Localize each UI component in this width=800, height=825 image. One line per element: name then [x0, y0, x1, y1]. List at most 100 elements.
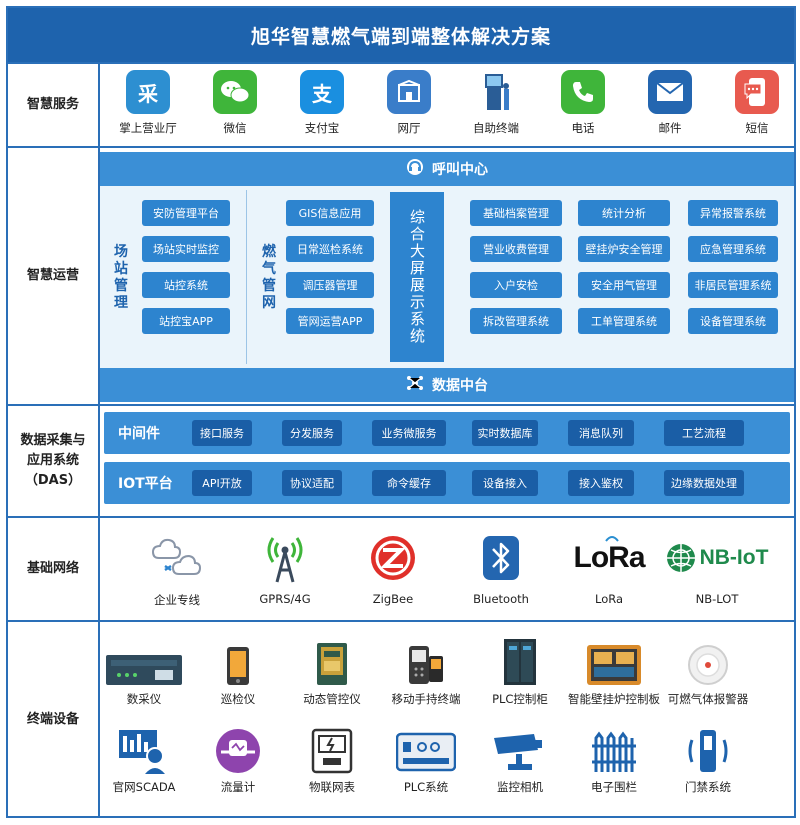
middleware-service-button[interactable]: 业务微服务 [372, 420, 446, 446]
bluetooth-icon [446, 532, 556, 584]
service-item[interactable]: 支支付宝 [286, 70, 358, 136]
web-hall-icon [387, 70, 431, 114]
ops-modules-area: 场站管理 燃气管网 安防管理平台场站实时监控站控系统站控宝APP GIS信息应用日… [100, 186, 794, 368]
middleware-service-button[interactable]: 实时数据库 [472, 420, 538, 446]
plc-system-icon [376, 722, 476, 774]
station-module-button[interactable]: 站控系统 [142, 272, 230, 298]
analysis-module-button[interactable]: 工单管理系统 [578, 308, 670, 334]
mail-icon [648, 70, 692, 114]
service-item[interactable]: 短信 [721, 70, 793, 136]
device-label: 物联网表 [309, 780, 355, 794]
pipeline-network-label: 燃气管网 [262, 244, 276, 311]
analysis-module-button[interactable]: 安全用气管理 [578, 272, 670, 298]
device-item: 监控相机 [470, 722, 570, 795]
device-label: 数采仪 [126, 692, 162, 706]
device-item: 门禁系统 [658, 722, 758, 795]
device-item: 可燃气体报警器 [658, 634, 758, 707]
lora-logo: LoRa [554, 532, 664, 584]
middleware-service-button[interactable]: 接口服务 [192, 420, 252, 446]
pipeline-module-button[interactable]: GIS信息应用 [286, 200, 374, 226]
device-label: 移动手持终端 [391, 692, 461, 706]
pipeline-module-button[interactable]: 管网运营APP [286, 308, 374, 334]
pipeline-module-button[interactable]: 日常巡检系统 [286, 236, 374, 262]
business-module-button[interactable]: 基础档案管理 [470, 200, 562, 226]
network-label: NB-LOT [695, 592, 739, 606]
divider [246, 190, 247, 364]
analysis-module-button[interactable]: 壁挂炉安全管理 [578, 236, 670, 262]
alipay-icon: 支 [300, 70, 344, 114]
device-label: 流量计 [220, 780, 256, 794]
middleware-band: 中间件 接口服务 分发服务 业务微服务实时数据库 消息队列 工艺流程 [104, 412, 790, 454]
handheld-terminal-icon [376, 634, 476, 686]
operations-body: 呼叫中心 场站管理 燃气管网 安防管理平台场站实时监控站控系统站控宝APP GIS… [100, 148, 794, 404]
big-screen-system[interactable]: 综合大屏展示系统 [390, 192, 444, 362]
call-center-label: 呼叫中心 [432, 162, 488, 178]
access-control-icon [658, 722, 758, 774]
das-label-line2: 应用系统 [26, 453, 79, 468]
service-label: 支付宝 [304, 121, 340, 135]
network-label: GPRS/4G [259, 592, 311, 606]
terminal-row-label: 终端设备 [8, 622, 100, 818]
service-item[interactable]: 采掌上营业厅 [112, 70, 184, 136]
data-center-label: 数据中台 [432, 378, 488, 394]
das-body: 中间件 接口服务分发服务业务微服务实时数据库消息队列工艺流程 IOT平台 API… [100, 406, 794, 516]
station-management-label: 场站管理 [114, 244, 128, 311]
data-collector-icon [94, 634, 194, 686]
pipeline-module-button[interactable]: 调压器管理 [286, 272, 374, 298]
network-row-label: 基础网络 [8, 518, 100, 620]
phone-icon [561, 70, 605, 114]
page-title: 旭华智慧燃气端到端整体解决方案 [8, 8, 794, 62]
service-item[interactable]: 邮件 [634, 70, 706, 136]
device-item: 电子围栏 [564, 722, 664, 795]
service-item[interactable]: 自助终端 [460, 70, 532, 136]
call-center-band: 呼叫中心 [100, 152, 794, 186]
device-label: 监控相机 [497, 780, 543, 794]
system-module-button[interactable]: 设备管理系统 [688, 308, 778, 334]
device-item: PLC系统 [376, 722, 476, 795]
station-module-button[interactable]: 安防管理平台 [142, 200, 230, 226]
analysis-module-button[interactable]: 统计分析 [578, 200, 670, 226]
diagram-frame: 旭华智慧燃气端到端整体解决方案 智慧服务 采掌上营业厅微信支支付宝网厅自助终端电… [6, 6, 796, 818]
business-module-button[interactable]: 营业收费管理 [470, 236, 562, 262]
services-body: 采掌上营业厅微信支支付宝网厅自助终端电话邮件短信 [100, 64, 794, 146]
das-label-line1: 数据采集与 [20, 433, 86, 448]
service-item[interactable]: 网厅 [373, 70, 445, 136]
iot-service-button[interactable]: 命令缓存 [372, 470, 446, 496]
sms-icon [735, 70, 779, 114]
device-label: 智能壁挂炉控制板 [568, 692, 660, 706]
service-label: 自助终端 [473, 121, 519, 135]
business-module-button[interactable]: 入户安检 [470, 272, 562, 298]
device-label: 门禁系统 [685, 780, 731, 794]
middleware-label: 中间件 [118, 426, 160, 442]
service-label: 邮件 [658, 121, 682, 135]
device-item: 数采仪 [94, 634, 194, 707]
camera-icon [470, 722, 570, 774]
station-module-button[interactable]: 场站实时监控 [142, 236, 230, 262]
iot-service-button[interactable]: 协议适配 [282, 470, 342, 496]
iot-service-button[interactable]: API开放 [192, 470, 252, 496]
system-module-button[interactable]: 应急管理系统 [688, 236, 778, 262]
service-item[interactable]: 电话 [547, 70, 619, 136]
iot-service-button[interactable]: 设备接入 [472, 470, 538, 496]
system-module-button[interactable]: 非居民管理系统 [688, 272, 778, 298]
device-label: 巡检仪 [220, 692, 256, 706]
scada-icon [94, 722, 194, 774]
system-module-button[interactable]: 异常报警系统 [688, 200, 778, 226]
service-item[interactable]: 微信 [199, 70, 271, 136]
business-module-button[interactable]: 拆改管理系统 [470, 308, 562, 334]
middleware-service-button[interactable]: 工艺流程 [664, 420, 744, 446]
network-item: ZigBee [338, 532, 448, 606]
network-hub-icon [406, 374, 424, 396]
data-center-band: 数据中台 [100, 368, 794, 402]
services-row: 智慧服务 采掌上营业厅微信支支付宝网厅自助终端电话邮件短信 [8, 62, 794, 146]
iot-service-button[interactable]: 边缘数据处理 [664, 470, 744, 496]
middleware-service-button[interactable]: 消息队列 [568, 420, 634, 446]
station-module-button[interactable]: 站控宝APP [142, 308, 230, 334]
headset-icon [406, 158, 424, 180]
iot-service-button[interactable]: 接入鉴权 [568, 470, 634, 496]
middleware-service-button[interactable]: 分发服务 [282, 420, 342, 446]
